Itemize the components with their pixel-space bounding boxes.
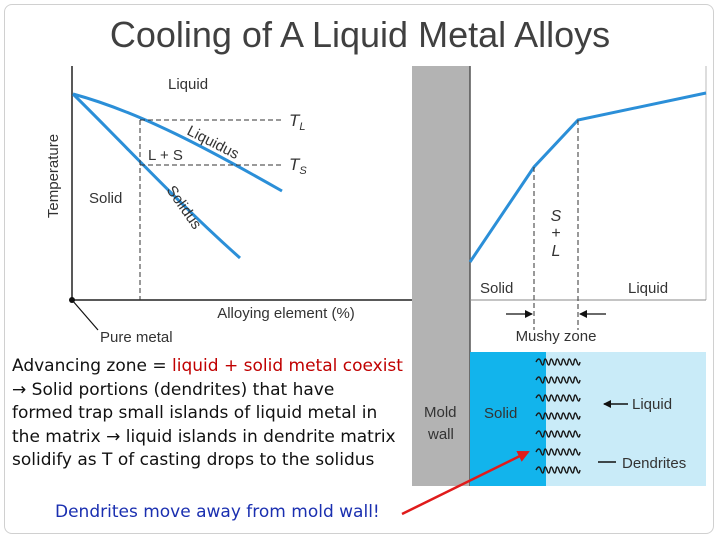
- mushy-zone-label: Mushy zone: [516, 328, 597, 345]
- body-line-1-highlight: liquid + solid metal coexist: [172, 356, 403, 376]
- dendrite-arm: [535, 448, 581, 456]
- phase-diagram: Temperature Alloying element (%) Pure me…: [45, 66, 420, 346]
- dendrites-pointer-label: Dendrites: [622, 455, 686, 472]
- temperature-profile-curve: [468, 91, 707, 263]
- dendrite-arm: [535, 394, 581, 402]
- y-axis-label: Temperature: [45, 134, 62, 218]
- origin-leader-line: [71, 299, 99, 331]
- region-liquid-label: Liquid: [168, 76, 208, 93]
- mold-label-line2: wall: [427, 426, 454, 443]
- dendrite-arm: [535, 466, 581, 474]
- body-line-4: the matrix → liquid islands in dendrite …: [12, 426, 396, 447]
- slide-frame: [4, 4, 714, 534]
- solid-top-label: Solid: [480, 280, 513, 297]
- body-line-5: solidify as T of casting drops to the so…: [12, 450, 375, 470]
- region-l-s-label: L + S: [148, 147, 183, 164]
- zone-s-label: S: [551, 208, 562, 225]
- mold-label-line1: Mold: [424, 404, 457, 421]
- red-annotation-arrow: [401, 450, 530, 516]
- mold-wall: [412, 66, 470, 486]
- solid-zone: [470, 352, 546, 486]
- body-line-1-prefix: Advancing zone =: [12, 356, 173, 376]
- dendrite-arm: [535, 430, 581, 438]
- slide-title: Cooling of A Liquid Metal Alloys: [109, 14, 611, 55]
- ts-label: TS: [289, 155, 307, 177]
- body-line-3: formed trap small islands of liquid meta…: [12, 403, 378, 423]
- liquidus-curve: [72, 92, 283, 193]
- body-line-2: → Solid portions (dendrites) that have: [12, 379, 335, 400]
- tl-label: TL: [289, 111, 306, 133]
- region-solid-label: Solid: [89, 190, 122, 207]
- footer-note: Dendrites move away from mold wall!: [55, 502, 380, 522]
- liquid-pointer-label: Liquid: [632, 396, 672, 413]
- dendrite-arm: [535, 412, 581, 420]
- origin-label: Pure metal: [100, 329, 173, 346]
- dendrite-rows: [535, 358, 581, 474]
- dendrite-arm: [535, 376, 581, 384]
- liquid-top-label: Liquid: [628, 280, 668, 297]
- body-line-1: Advancing zone = liquid + solid metal co…: [12, 355, 422, 379]
- solid-zone-label: Solid: [484, 405, 517, 422]
- casting-diagram: S + L Solid Liquid Mushy zone Mold wall …: [412, 66, 707, 486]
- dendrite-arm: [535, 358, 581, 366]
- x-axis-label: Alloying element (%): [217, 305, 355, 322]
- slide-body-text: Advancing zone = liquid + solid metal co…: [12, 355, 422, 473]
- zone-plus-label: +: [551, 225, 560, 242]
- solidus-label: Solidus: [163, 183, 205, 233]
- solidus-curve: [71, 92, 241, 260]
- zone-l-label: L: [552, 243, 561, 260]
